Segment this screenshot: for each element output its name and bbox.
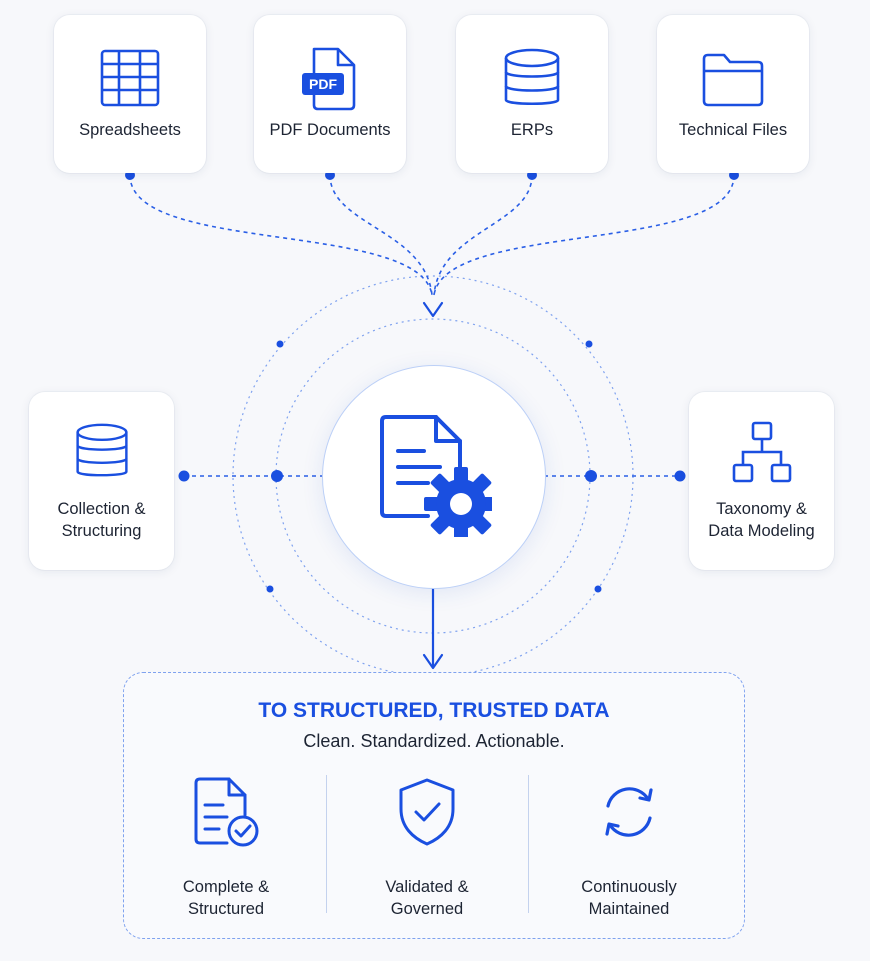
feature-complete: Complete & Structured xyxy=(126,777,326,920)
refresh-icon xyxy=(594,777,664,852)
ring-dot xyxy=(585,470,597,482)
folder-icon xyxy=(701,47,765,111)
database-icon xyxy=(500,47,564,111)
connector-pdf xyxy=(329,174,433,296)
source-card-pdf: PDF PDF Documents xyxy=(254,15,406,173)
shield-check-icon xyxy=(392,777,462,852)
feature-maintained: Continuously Maintained xyxy=(529,777,729,920)
result-panel: TO STRUCTURED, TRUSTED DATA Clean. Stand… xyxy=(123,672,745,939)
merge-arrow-head xyxy=(422,301,444,318)
connector-spreadsheets xyxy=(129,174,433,296)
source-label: PDF Documents xyxy=(269,121,391,139)
source-card-erps: ERPs xyxy=(456,15,608,173)
result-title: TO STRUCTURED, TRUSTED DATA xyxy=(258,699,610,722)
ring-dot xyxy=(276,340,284,348)
side-card-taxonomy: Taxonomy & Data Modeling xyxy=(689,392,834,570)
source-card-spreadsheets: Spreadsheets xyxy=(54,15,206,173)
ring-dot xyxy=(594,585,602,593)
ring-dot xyxy=(266,585,274,593)
source-label: Spreadsheets xyxy=(79,121,181,139)
feature-validated: Validated & Governed xyxy=(327,777,527,920)
pdf-badge: PDF xyxy=(309,76,337,92)
database-icon xyxy=(70,420,134,484)
pdf-document-icon: PDF xyxy=(298,47,362,111)
feature-label: Complete & Structured xyxy=(182,878,270,918)
ring-dot xyxy=(585,340,593,348)
ring-dot xyxy=(674,470,686,482)
feature-label: Continuously Maintained xyxy=(581,878,677,918)
output-arrow-head xyxy=(422,653,444,670)
ring-dot xyxy=(178,470,190,482)
connector-erps xyxy=(433,174,533,296)
document-gear-icon xyxy=(376,413,498,542)
hierarchy-icon xyxy=(730,420,794,484)
side-card-collection: Collection & Structuring xyxy=(29,392,174,570)
ring-dot xyxy=(271,470,283,482)
connector-technical xyxy=(433,174,735,296)
side-label: Collection & Structuring xyxy=(57,500,146,540)
document-check-icon xyxy=(191,777,261,852)
divider xyxy=(326,775,327,913)
divider xyxy=(528,775,529,913)
feature-label: Validated & Governed xyxy=(385,878,469,918)
side-label: Taxonomy & Data Modeling xyxy=(708,500,815,540)
central-hub xyxy=(322,365,546,589)
source-label: Technical Files xyxy=(678,121,788,139)
source-label: ERPs xyxy=(510,121,554,139)
result-subtitle: Clean. Standardized. Actionable. xyxy=(303,731,565,751)
source-card-technical-files: Technical Files xyxy=(657,15,809,173)
spreadsheet-icon xyxy=(98,47,162,111)
